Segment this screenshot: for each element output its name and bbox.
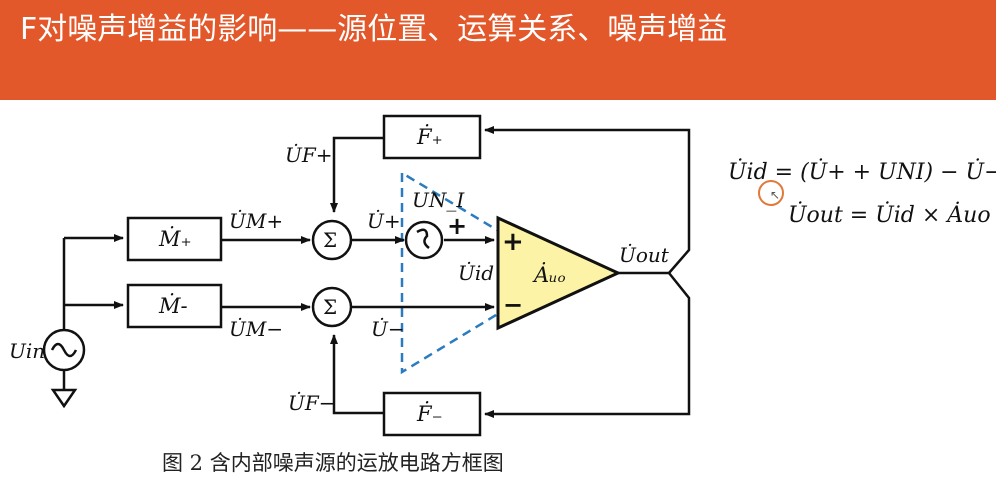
opamp-boundary-dashed (400, 170, 570, 375)
label-u-id: U̇id (458, 261, 494, 285)
block-diagram: Ḟ₊ Ḟ₋ Ṁ₊ Ṁ- Σ Σ + + − Ȧᵤₒ U̇F+ (9, 114, 691, 475)
label-u-f-plus: U̇F+ (285, 143, 333, 167)
block-f-minus (382, 391, 482, 437)
label-u-f-minus: U̇F− (288, 391, 336, 415)
block-m-plus-label: Ṁ₊ (158, 227, 192, 251)
label-u-plus: U̇+ (367, 209, 401, 233)
amplifier-triangle (496, 215, 622, 331)
label-u-m-minus: U̇M− (229, 317, 283, 341)
noise-source-icon (404, 220, 444, 260)
ground-icon (50, 388, 78, 409)
title-banner: F对噪声增益的影响——源位置、运算关系、噪声增益 (0, 0, 996, 100)
label-u-ni: UN_I (412, 188, 465, 212)
label-u-out: U̇out (619, 243, 670, 267)
mouse-pointer-icon: ↖ (770, 188, 781, 202)
block-f-minus-label: Ḟ₋ (416, 402, 443, 426)
diagram-panel: Ḟ₊ Ḟ₋ Ṁ₊ Ṁ- Σ Σ + + − Ȧᵤₒ U̇F+ (7, 100, 704, 493)
label-u-m-plus: U̇M+ (229, 209, 283, 233)
amp-plus-sign: + (502, 227, 524, 257)
block-f-plus (382, 114, 482, 160)
sum-symbol-minus: Σ (323, 295, 337, 319)
cursor-highlight-icon (758, 180, 784, 206)
amp-gain-label: Ȧᵤₒ (532, 263, 566, 287)
sum-symbol-plus: Σ (323, 228, 337, 252)
label-u-in: Uin (9, 339, 45, 363)
summing-junction-plus (311, 219, 353, 261)
ac-source-icon (42, 328, 86, 372)
amp-minus-sign: − (503, 291, 523, 319)
block-m-minus (126, 283, 223, 329)
block-f-plus-label: Ḟ₊ (416, 125, 443, 149)
label-u-minus: U̇− (371, 317, 405, 341)
figure-caption: 图 2 含内部噪声源的运放电路方框图 (162, 451, 504, 475)
noise-plus-sign: + (447, 212, 467, 240)
equation-u-out: U̇out = U̇id × Ȧuo (788, 203, 991, 228)
slide-title: F对噪声增益的影响——源位置、运算关系、噪声增益 (20, 12, 728, 47)
summing-junction-minus (311, 286, 353, 328)
block-m-plus (126, 216, 223, 262)
block-m-minus-label: Ṁ- (158, 294, 188, 318)
